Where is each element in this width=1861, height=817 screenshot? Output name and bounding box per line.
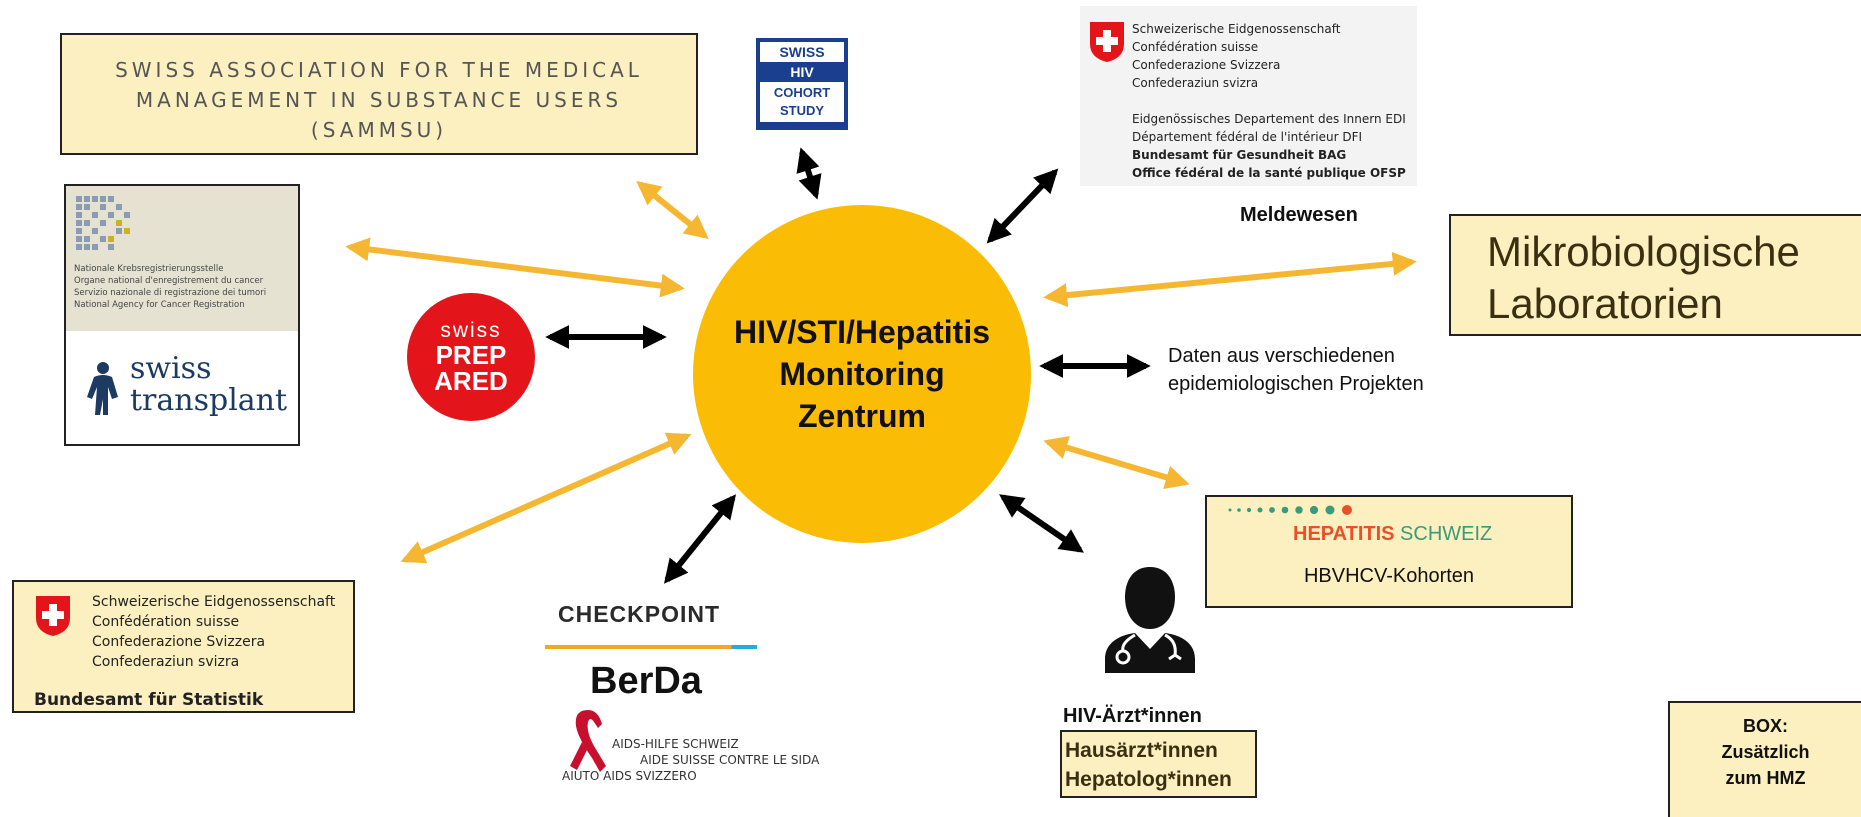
bag-d1: Eidgenössisches Departement des Innern E… [1132, 112, 1406, 126]
bfs-l1: Schweizerische Eidgenossenschaft [92, 594, 336, 610]
shcs-swiss: SWISS [760, 42, 844, 62]
arrow-shcs [796, 147, 822, 200]
shcs-logo: SWISS HIV COHORT STUDY [756, 38, 848, 130]
center-hub: HIV/STI/Hepatitis Monitoring Zentrum [693, 205, 1031, 543]
hepatitis-brand1: HEPATITIS [1293, 523, 1395, 545]
swiss-cross-icon [36, 596, 70, 636]
legend-l2: Zusätzlich [1721, 742, 1810, 762]
arrow-hepatitis [1043, 436, 1190, 489]
prepared-l1: swiss [440, 319, 502, 342]
mikro-line1: Mikrobiologische [1487, 228, 1800, 275]
legend-l3: zum HMZ [1725, 768, 1806, 788]
daten-line2: epidemiologischen Projekten [1168, 373, 1424, 395]
transplant-l2: transplant [130, 383, 288, 418]
checkpoint-underline [545, 645, 757, 649]
sammsu-box: SWISS ASSOCIATION FOR THE MEDICAL MANAGE… [60, 33, 698, 155]
cancer-l4: National Agency for Cancer Registration [74, 300, 245, 310]
swiss-cross-icon [1090, 22, 1124, 62]
cancer-l1: Nationale Krebsregistrierungsstelle [74, 264, 224, 274]
hiv-doctors-label: HIV-Ärzt*innen [1063, 705, 1202, 727]
aids-l1: AIDS-HILFE SCHWEIZ [612, 737, 739, 751]
swiss-prepared-logo: swiss PREP ARED [407, 293, 535, 421]
arrow-cancer [345, 237, 685, 298]
bfs-name: Bundesamt für Statistik [34, 690, 264, 710]
cancer-registry-logo: Nationale Krebsregistrierungsstelle Orga… [66, 186, 298, 331]
center-title-line1: HIV/STI/Hepatitis [733, 314, 991, 350]
checkpoint-logo: CHECKPOINT [558, 601, 721, 627]
arrow-checkpoint [663, 494, 737, 584]
red-ribbon-icon [570, 710, 606, 772]
bfs-l2: Confédération suisse [92, 614, 240, 630]
aids-l2: AIDE SUISSE CONTRE LE SIDA [640, 753, 820, 767]
sammsu-line3: (SAMMSU) [310, 118, 448, 142]
bag-d3: Bundesamt für Gesundheit BAG [1132, 148, 1347, 162]
cancer-l3: Servizio nazionale di registrazione dei … [74, 288, 267, 298]
hepatitis-dots-icon [1228, 505, 1352, 515]
cancer-transplant-box: Nationale Krebsregistrierungsstelle Orga… [64, 184, 300, 446]
bag-l1: Schweizerische Eidgenossenschaft [1132, 22, 1341, 36]
hepatitis-label: HBVHCV-Kohorten [1303, 565, 1475, 587]
cancer-l2: Organe national d'enregistrement du canc… [74, 276, 264, 286]
arrow-bag [986, 168, 1059, 244]
hepatitis-box: HEPATITIS SCHWEIZ HBVHCV-Kohorten [1205, 495, 1573, 608]
bag-l4: Confederaziun svizra [1132, 76, 1259, 90]
bag-l2: Confédération suisse [1132, 40, 1259, 54]
shcs-study: STUDY [779, 103, 825, 118]
daten-line1: Daten aus verschiedenen [1168, 345, 1395, 367]
hepatologists-label: Hepatolog*innen [1065, 768, 1232, 791]
doctors-box: Hausärzt*innen Hepatolog*innen [1060, 730, 1257, 798]
bfs-l3: Confederazione Svizzera [92, 634, 266, 650]
doctor-icon [1105, 567, 1195, 673]
legend-box: BOX: Zusätzlich zum HMZ [1668, 701, 1861, 817]
aids-l3: AIUTO AIDS SVIZZERO [562, 769, 697, 783]
bag-l3: Confederazione Svizzera [1132, 58, 1281, 72]
swisstransplant-logo: swiss transplant [66, 331, 298, 444]
bag-d2: Département fédéral de l'intérieur DFI [1132, 130, 1363, 144]
arrow-bfs [400, 432, 692, 564]
bfs-box: Schweizerische Eidgenossenschaft Confédé… [12, 580, 355, 713]
prepared-l2: PREP [435, 340, 507, 370]
legend-l1: BOX: [1743, 716, 1788, 736]
bag-d4: Office fédéral de la santé publique OFSP [1132, 166, 1406, 180]
shcs-cohort: COHORT [773, 85, 831, 100]
sammsu-line2: MANAGEMENT IN SUBSTANCE USERS [135, 88, 623, 112]
prepared-l3: ARED [434, 366, 508, 396]
mikro-box: Mikrobiologische Laboratorien [1449, 214, 1861, 336]
meldewesen-label: Meldewesen [1240, 204, 1358, 226]
bag-logo: Schweizerische Eidgenossenschaft Confédé… [1080, 6, 1417, 186]
center-title-line2: Monitoring [779, 356, 945, 392]
sammsu-line1: SWISS ASSOCIATION FOR THE MEDICAL [115, 58, 643, 82]
daten-label: Daten aus verschiedenen epidemiologische… [1168, 342, 1424, 398]
shcs-hiv: HIV [790, 64, 814, 80]
haus-doctors-label: Hausärzt*innen [1065, 739, 1218, 762]
mikro-line2: Laboratorien [1487, 280, 1723, 327]
berda-label: BerDa [590, 660, 702, 702]
bfs-l4: Confederaziun svizra [92, 654, 240, 670]
arrow-sammsu [636, 181, 709, 239]
transplant-figure-icon [87, 362, 118, 415]
arrow-mikro [1043, 251, 1417, 308]
hepatitis-brand2: SCHWEIZ [1400, 523, 1493, 545]
arrow-doctors [999, 494, 1084, 553]
transplant-l1: swiss [130, 351, 212, 386]
center-title-line3: Zentrum [798, 398, 926, 434]
registry-dots-icon [76, 196, 130, 250]
aids-hilfe-logo: AIDS-HILFE SCHWEIZ AIDE SUISSE CONTRE LE… [560, 736, 819, 784]
